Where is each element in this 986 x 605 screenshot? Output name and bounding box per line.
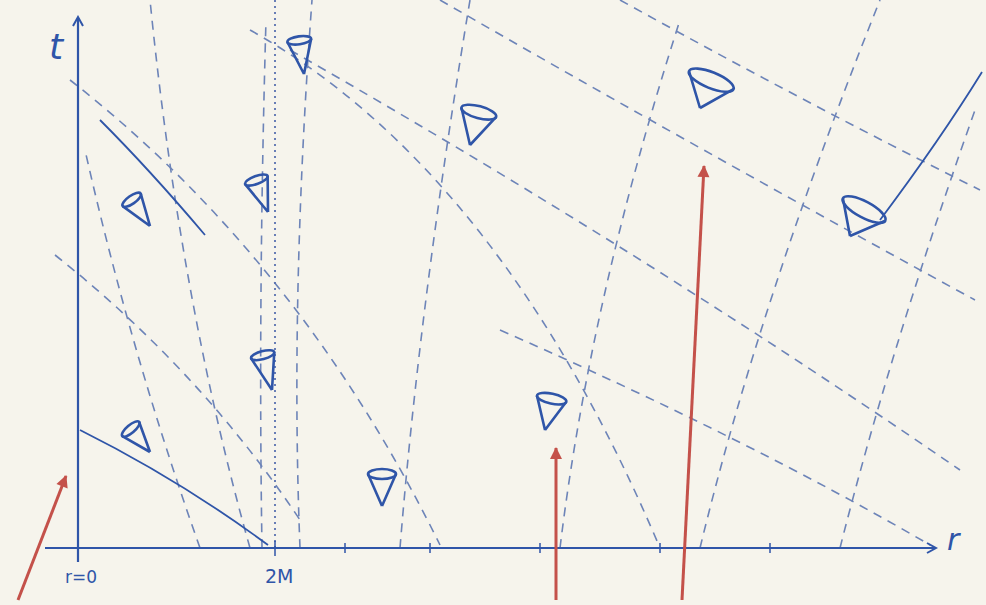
tick <box>659 543 661 553</box>
light-cone <box>368 469 396 506</box>
null-geodesic <box>150 0 250 548</box>
worldline <box>80 430 268 545</box>
cone-top <box>839 191 889 228</box>
tick <box>429 543 431 553</box>
cone-side <box>123 193 159 232</box>
light-cone <box>120 190 159 232</box>
cone-top <box>244 172 269 188</box>
axis-value: 2M <box>262 566 296 587</box>
worldline <box>100 120 205 235</box>
null-geodesic <box>560 20 680 548</box>
cone-top <box>120 419 142 439</box>
light-cone <box>120 419 159 459</box>
cone-top <box>250 348 275 362</box>
light-cone <box>244 172 280 216</box>
axis-label: t <box>46 28 66 66</box>
null-geodesic <box>620 0 980 190</box>
tick <box>539 543 541 553</box>
worldlines <box>80 72 982 545</box>
pointer-arrows <box>18 166 704 600</box>
cone-top <box>368 469 396 479</box>
cone-side <box>530 396 566 434</box>
cone-top <box>120 190 143 209</box>
axis-ticks <box>275 541 770 556</box>
light-cone <box>678 64 737 117</box>
light-cones <box>120 35 889 506</box>
null-geodesic <box>297 0 312 548</box>
null-geodesic <box>261 20 266 548</box>
light-cone <box>530 391 567 433</box>
t-axis <box>77 18 79 562</box>
horizon-line <box>274 0 276 548</box>
tick <box>769 543 771 553</box>
null-geodesic <box>840 110 975 548</box>
ingoing-null-lines <box>55 0 980 548</box>
tick <box>274 541 276 556</box>
light-cone <box>829 191 889 247</box>
null-geodesic <box>290 50 960 470</box>
cone-top <box>460 102 498 123</box>
worldline <box>880 72 982 220</box>
pointer-arrow <box>18 476 66 600</box>
light-cone <box>250 348 284 393</box>
cone-top <box>536 391 567 407</box>
axis-label: r <box>944 524 962 556</box>
cone-side <box>453 107 497 149</box>
null-geodesic <box>700 0 880 548</box>
r-axis <box>45 547 935 549</box>
outgoing-null-lines <box>85 0 975 548</box>
light-cone <box>287 35 316 76</box>
null-geodesic <box>440 0 975 300</box>
pointer-arrow <box>682 166 704 600</box>
light-cone <box>453 102 498 150</box>
null-geodesic <box>400 0 470 548</box>
pointer-arrow <box>555 448 558 600</box>
cone-top <box>287 35 312 46</box>
null-geodesic <box>250 30 660 548</box>
axis-value: r=0 <box>62 568 100 587</box>
tick <box>344 543 346 553</box>
cone-top <box>686 64 736 97</box>
